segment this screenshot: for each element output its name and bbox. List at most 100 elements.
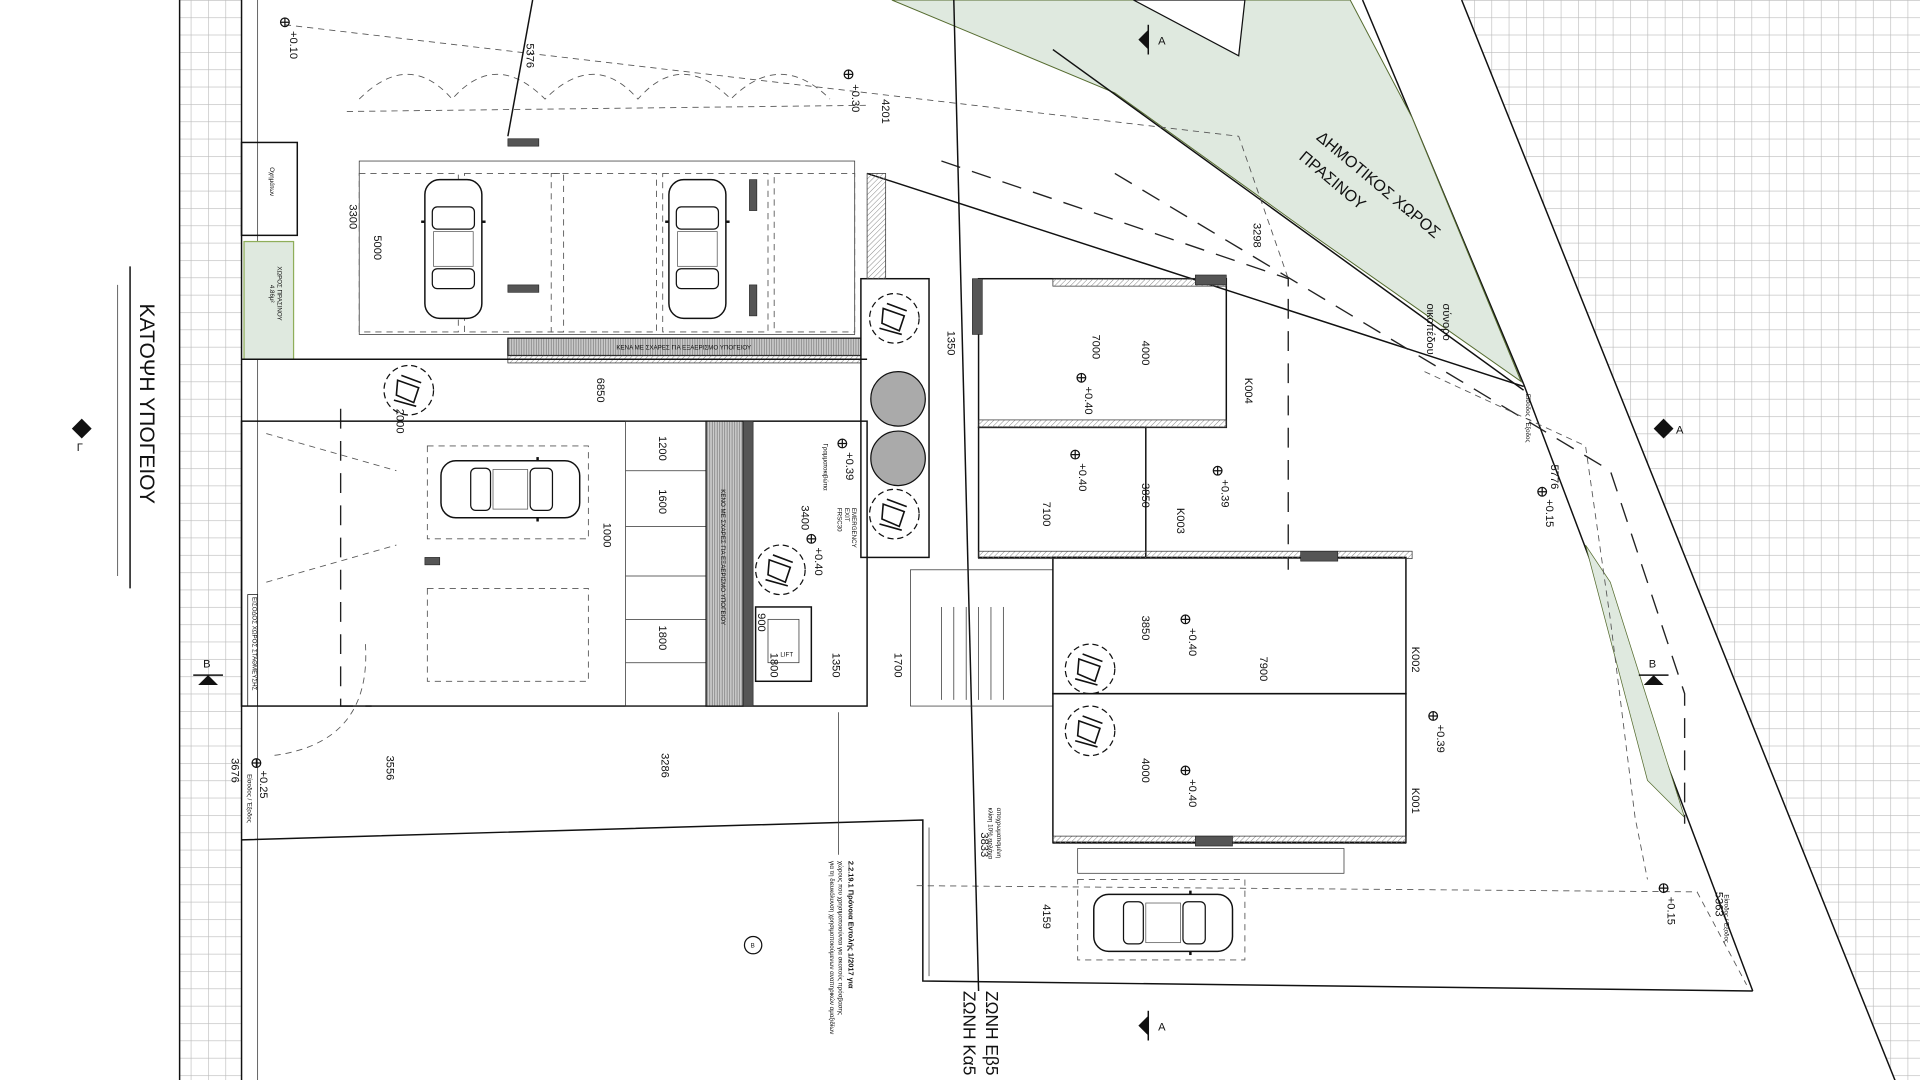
wheelchair-icon	[754, 544, 806, 596]
regulation-note: για τη διευκόλυνση χρησιμοποιούμενων ανα…	[828, 861, 835, 1034]
level: +0.30	[849, 84, 861, 112]
dim: 3298	[1251, 223, 1263, 248]
dim: 4201	[879, 99, 891, 124]
wheelchair-icon	[1064, 705, 1116, 757]
wheelchair-icon	[868, 488, 920, 540]
dim: 1800	[767, 653, 779, 678]
green-small-label: ΧΩΡΟΣ ΠΡΑΣΙΝΟΥ	[275, 266, 282, 320]
unit-K002	[1052, 556, 1407, 695]
dim: 5363	[1713, 892, 1725, 917]
wheelchair-icon	[1064, 643, 1116, 695]
section-b-label: B	[751, 943, 755, 950]
unit-label: Κ001	[1409, 788, 1421, 814]
mailboxes-label: Γραμματοκιβώτια	[822, 443, 829, 491]
level: +0.39	[1218, 479, 1230, 507]
dim: 3286	[658, 753, 670, 778]
section-markers: A A A B B B Γ	[71, 24, 1684, 1041]
wheelchair-icon	[868, 292, 920, 344]
dim: 2000	[393, 409, 405, 434]
car-parked	[663, 178, 731, 320]
dim: 3676	[229, 758, 241, 783]
municipal-green-area	[891, 0, 1523, 383]
section-a-label: A	[1158, 1022, 1166, 1034]
unit-label: Κ003	[1174, 508, 1186, 534]
dim: 1350	[945, 331, 957, 356]
boundary-label: οικοπέδου	[1424, 303, 1436, 354]
dim: 1700	[891, 653, 903, 678]
parking-entry-label: ΕΙΣΟΔΟΣ ΧΩΡΟΣ ΣΤΑΘΜΕΥΣΗΣ	[251, 597, 258, 691]
car-parked	[419, 178, 487, 320]
dim: 5000	[371, 235, 383, 260]
unit-label: Κ002	[1409, 647, 1421, 673]
level: +0.39	[1434, 725, 1446, 753]
spiral-stair	[870, 430, 926, 487]
label: Οχημάτων	[268, 167, 275, 196]
car-parked	[439, 455, 581, 523]
level: +0.10	[287, 31, 299, 59]
dim: 4000	[1139, 341, 1151, 366]
dim: 3850	[1139, 616, 1151, 641]
section-g-label: Γ	[77, 442, 83, 454]
small-green-area	[243, 240, 295, 360]
unit-K001	[1052, 692, 1407, 844]
emergency-label: FRSC30	[835, 508, 842, 532]
dim: 5376	[523, 43, 535, 68]
dim: 3850	[1139, 483, 1151, 508]
car-parked	[1092, 889, 1234, 957]
dim: 3400	[798, 505, 810, 530]
emergency-label: EMERGENCY	[850, 508, 857, 548]
level: +0.40	[1082, 386, 1094, 414]
regulation-note: 2.2.19.1 Πρόνοια Εντολής 1/2017 για	[847, 861, 856, 989]
zone-label: ΖΩΝΗ Κα5	[960, 991, 980, 1075]
wheelchair-icon	[383, 364, 435, 416]
dim: 1200	[656, 436, 668, 461]
zone-label: ΖΩΝΗ Εβ5	[982, 991, 1002, 1076]
level: +0.25	[257, 770, 269, 798]
sidewalk-right	[1461, 0, 1920, 1080]
level: +0.40	[1186, 628, 1198, 656]
ramp-note: αποχρωματισμένη	[995, 808, 1002, 859]
dim: 7100	[1040, 502, 1052, 527]
entry-label: Είσοδος / Έξοδος	[1524, 394, 1531, 443]
entry-label: Είσοδος / Έξοδος	[1722, 894, 1729, 943]
unit-K004	[977, 277, 1228, 429]
vent-label-2: ΚΕΝΟ ΜΕ ΣΧΑΡΕΣ ΓΙΑ ΕΞΑΕΡΙΣΜΟ ΥΠΟΓΕΙΟΥ	[719, 489, 726, 625]
property-boundary	[241, 819, 1753, 992]
regulation-note: χώρους που χρησιμοποιούνται για σκοπούς …	[837, 861, 844, 1015]
level: +0.15	[1664, 897, 1676, 925]
section-b-label: B	[1649, 659, 1656, 671]
dim: 7900	[1257, 657, 1269, 682]
entry-label: Είσοδος / Έξοδος	[246, 774, 253, 823]
green-strip	[1585, 544, 1685, 818]
dim: 1800	[656, 626, 668, 651]
emergency-label: EXIT	[843, 508, 850, 522]
unit-K003	[977, 426, 1147, 559]
vent-label: ΚΕΝΑ ΜΕ ΣΧΑΡΕΣ ΓΙΑ ΕΞΑΕΡΙΣΜΟ ΥΠΟΓΕΙΟΥ	[616, 344, 751, 351]
green-small-area: 4.86μ²	[268, 285, 275, 303]
level: +0.40	[1076, 463, 1088, 491]
dimension-labels: 5376 4201 3300 5000 6850 2000 1350 7000 …	[229, 43, 1725, 929]
section-a-label: A	[1676, 425, 1684, 437]
section-a-label: A	[1158, 36, 1166, 48]
lift-label: LIFT	[780, 652, 793, 659]
drawing-title: ΚΑΤΟΨΗ ΥΠΟΓΕΙΟΥ	[135, 303, 158, 503]
unit-label: Κ004	[1242, 378, 1254, 404]
sidewalk-left	[179, 0, 242, 1080]
dim: 3556	[383, 756, 395, 781]
dim: 6850	[594, 378, 606, 403]
ramp-note: κλίση 10% ειρλάνα	[986, 808, 993, 860]
dim: 3300	[346, 204, 358, 229]
spiral-stair	[870, 370, 926, 427]
level-markers: +0.10 +0.30 +0.39 +0.40 +0.40 +0.40 +0.3…	[251, 17, 1676, 925]
section-b-label: B	[203, 659, 210, 671]
dim: 900	[755, 613, 767, 632]
dim: 1000	[600, 523, 612, 548]
boundary-label: σύνορο	[1440, 303, 1452, 340]
dim: 5776	[1548, 465, 1560, 490]
level: +0.15	[1543, 499, 1555, 527]
level: +0.39	[843, 452, 855, 480]
level: +0.40	[1186, 779, 1198, 807]
dim: 3833	[978, 832, 990, 857]
level: +0.40	[812, 548, 824, 576]
